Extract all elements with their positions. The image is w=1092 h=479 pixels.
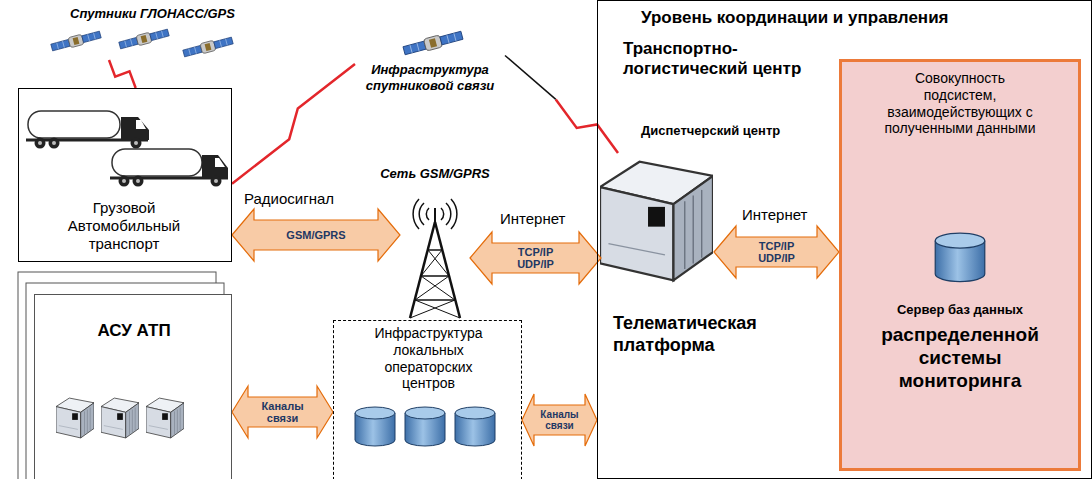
radio-link bbox=[232, 64, 355, 184]
block-arrow bbox=[714, 226, 839, 278]
block-arrow-shape bbox=[232, 209, 400, 261]
link-label: Радиосигнал bbox=[244, 190, 334, 207]
stacked-boxes bbox=[18, 272, 232, 479]
node-text: Телематическая платформа bbox=[613, 313, 803, 356]
edge-label: Каналы связи bbox=[253, 400, 313, 424]
node-text: Сеть GSM/GPRS bbox=[368, 166, 502, 182]
block-arrow-shape bbox=[232, 386, 333, 438]
edge-label: Каналы связи bbox=[535, 409, 585, 431]
link-label: Интернет bbox=[500, 210, 565, 227]
database-server-box: Совокупность подсистем, взаимодействующи… bbox=[839, 59, 1081, 471]
satellite-group: Спутники ГЛОНАСС/GPS bbox=[40, 2, 270, 60]
node-text: Сервер баз данных bbox=[850, 302, 1070, 318]
coordination-panel: Уровень координации и управленияТранспор… bbox=[597, 0, 1092, 479]
radio-tower bbox=[410, 199, 460, 318]
block-arrow bbox=[470, 232, 601, 284]
platform-server bbox=[600, 162, 713, 281]
node-text: Инфраструктура спутниковой связи bbox=[355, 62, 505, 93]
edge-label: TCP/IP UDP/IP bbox=[508, 246, 564, 270]
asu-atp-box: АСУ АТП bbox=[34, 294, 232, 479]
server-icons bbox=[56, 398, 184, 438]
operator-centers-box: Инфраструктура локальных операторских це… bbox=[333, 320, 522, 479]
node-text: Уровень координации и управления bbox=[641, 8, 1081, 28]
lightning-line bbox=[232, 64, 355, 184]
lightning-line bbox=[109, 60, 136, 88]
database-icons bbox=[355, 407, 495, 446]
tanker-trucks bbox=[26, 111, 228, 187]
block-arrow-shape bbox=[522, 394, 597, 446]
node-text: Инфраструктура локальных операторских це… bbox=[359, 325, 498, 392]
block-arrow bbox=[232, 386, 333, 438]
telematic-platform: Диспетчерский центрТелематическая платфо… bbox=[601, 153, 714, 291]
radio-link bbox=[505, 56, 618, 154]
satellite-infrastructure: Инфраструктура спутниковой связи bbox=[355, 30, 505, 115]
edge-label: TCP/IP UDP/IP bbox=[749, 240, 805, 264]
link-label: Интернет bbox=[742, 206, 807, 223]
node-text: Диспетчерский центр bbox=[641, 123, 811, 139]
trucks-box: Грузовой Автомобильный транспорт bbox=[18, 88, 232, 262]
block-arrow bbox=[522, 394, 597, 446]
node-text: Спутники ГЛОНАСС/GPS bbox=[70, 6, 270, 22]
node-text: Грузовой Автомобильный транспорт bbox=[49, 199, 199, 253]
database-cylinder bbox=[934, 230, 986, 286]
link-line bbox=[505, 56, 556, 100]
node-text: распределенной системы мониторинга bbox=[870, 324, 1050, 392]
block-arrow-shape bbox=[470, 232, 601, 284]
node-text: АСУ АТП bbox=[35, 321, 233, 341]
node-text: Транспортно-логистический центр bbox=[623, 39, 823, 80]
block-arrow bbox=[232, 209, 400, 261]
block-arrow-shape bbox=[714, 226, 839, 278]
satellite-icons bbox=[50, 27, 463, 58]
node-text: Совокупность подсистем, взаимодействующи… bbox=[880, 70, 1040, 137]
lightning-line bbox=[556, 99, 618, 153]
edge-label: GSM/GPRS bbox=[281, 229, 351, 241]
gsm-tower: Сеть GSM/GPRS bbox=[400, 190, 470, 318]
radio-link bbox=[109, 60, 136, 88]
